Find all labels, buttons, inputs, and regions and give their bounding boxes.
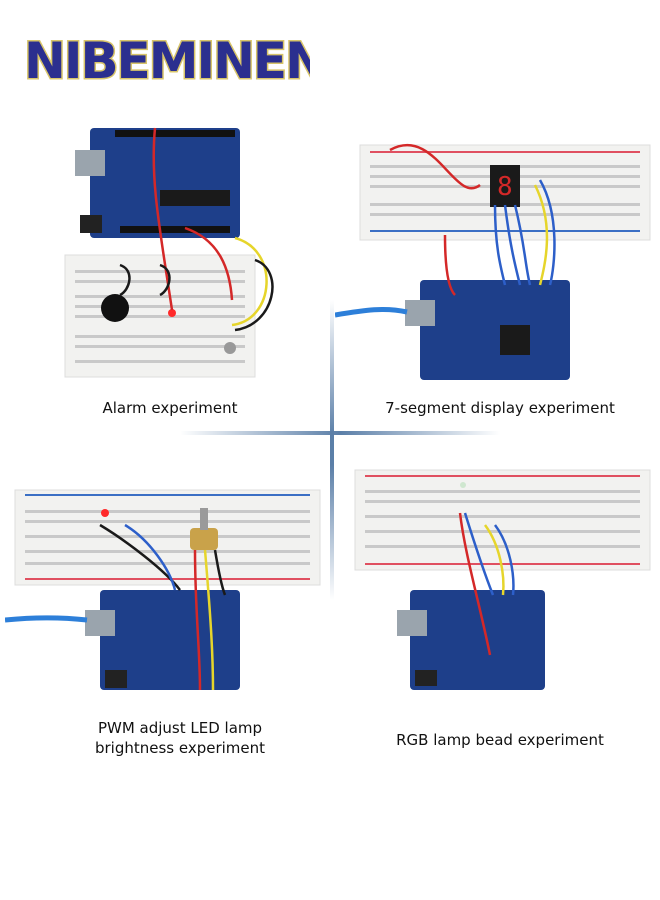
rgb-caption: RGB lamp bead experiment bbox=[396, 731, 604, 749]
usb-cable bbox=[335, 306, 408, 318]
alarm-experiment-photo bbox=[64, 127, 274, 378]
chip bbox=[500, 325, 530, 355]
led bbox=[168, 309, 176, 317]
usb-port bbox=[397, 610, 427, 636]
pwm-caption: PWM adjust LED lamp brightness experimen… bbox=[60, 718, 300, 758]
potentiometer bbox=[190, 528, 218, 550]
power-jack bbox=[105, 670, 127, 688]
usb-cable bbox=[5, 615, 88, 623]
horizontal-divider bbox=[180, 431, 500, 435]
rgb-led bbox=[460, 482, 466, 488]
breadboard bbox=[354, 469, 651, 571]
usb-port bbox=[405, 300, 435, 326]
power-jack bbox=[80, 215, 102, 233]
buzzer bbox=[101, 294, 129, 322]
arduino-board bbox=[90, 128, 240, 238]
potentiometer bbox=[224, 342, 236, 354]
brand-logo-text: NIBEMINENT bbox=[24, 32, 310, 90]
arduino-board bbox=[410, 590, 545, 690]
vertical-divider bbox=[330, 300, 334, 600]
arduino-board bbox=[100, 590, 240, 690]
chip bbox=[160, 190, 230, 206]
brand-logo: NIBEMINENT bbox=[23, 31, 311, 92]
pwm-caption-line1: PWM adjust LED lamp bbox=[97, 719, 263, 737]
usb-port bbox=[75, 150, 105, 176]
svg-text:8: 8 bbox=[497, 172, 513, 202]
seven-segment-display bbox=[490, 165, 520, 207]
led bbox=[101, 509, 109, 517]
arduino-board bbox=[420, 280, 570, 380]
alarm-caption: Alarm experiment bbox=[102, 399, 238, 417]
seven-segment-caption: 7-segment display experiment bbox=[385, 399, 615, 417]
rgb-experiment-photo bbox=[354, 469, 651, 690]
power-jack bbox=[415, 670, 437, 686]
pwm-experiment-photo bbox=[5, 489, 321, 691]
usb-port bbox=[85, 610, 115, 636]
pwm-caption-line2: brightness experiment bbox=[94, 739, 266, 757]
seven-segment-experiment-photo: 8 bbox=[335, 143, 651, 380]
